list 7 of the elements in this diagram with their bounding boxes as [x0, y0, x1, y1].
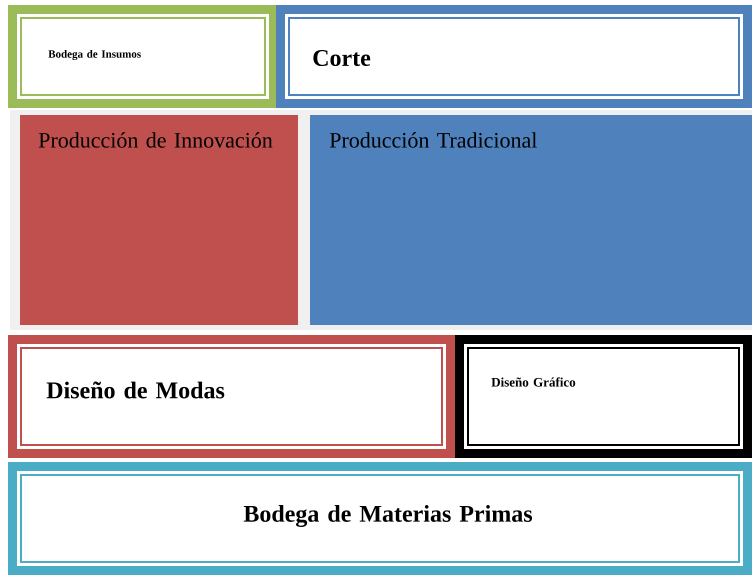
area-block: Producción de Innovación — [20, 115, 298, 325]
room-box: Diseño de Modas — [8, 335, 455, 458]
room-box: Bodega de Insumos — [8, 5, 278, 108]
area-block: Producción Tradicional — [310, 115, 752, 325]
room-box: Bodega de Materias Primas — [8, 462, 752, 575]
room-box: Corte — [276, 5, 752, 108]
room-box: Diseño Gráfico — [455, 335, 752, 458]
